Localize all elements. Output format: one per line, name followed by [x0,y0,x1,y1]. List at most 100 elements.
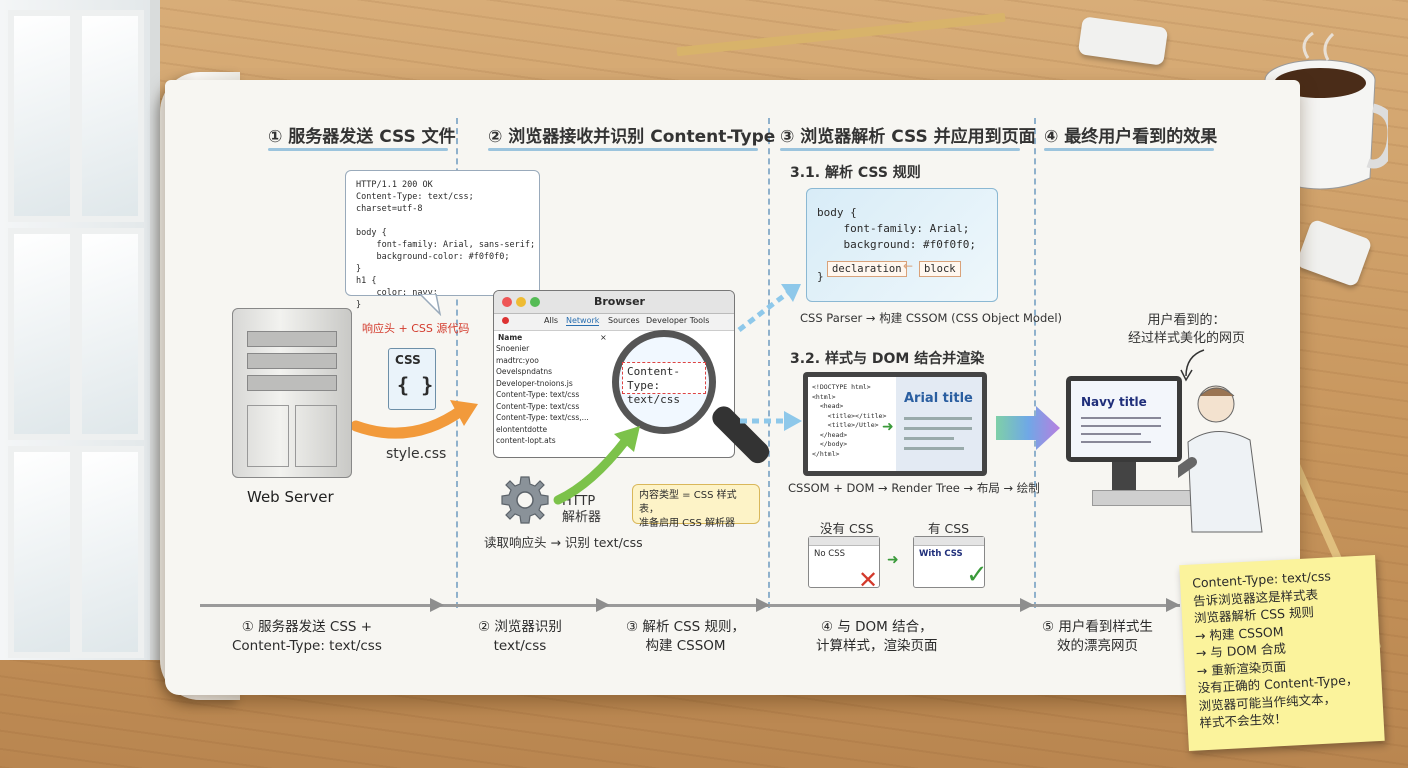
dom-line: </body> [812,440,848,448]
column-close[interactable]: × [600,333,607,342]
no-css-label: 没有 CSS [820,521,874,536]
section-divider [768,118,770,608]
css-file-name: style.css [386,446,447,462]
title-underline [780,148,1020,151]
tab-sources[interactable]: Sources [608,316,640,325]
title-underline [268,148,448,151]
list-item[interactable]: madtrc:yoo [496,355,539,365]
dom-line: <title>/Utle> [812,421,879,429]
bubble-caption: 响应头 + CSS 源代码 [362,322,470,335]
list-item[interactable]: Developer-tnoions.js [496,378,573,388]
lens-line: text/css [627,393,680,406]
preview-title: Arial title [904,391,973,406]
dom-line: <!DOCTYPE html> [812,383,871,391]
parse-caption: CSS Parser → 构建 CSSOM (CSS Object Model) [800,311,1063,325]
pointer-arrow-icon [1180,349,1205,382]
section-divider [1034,118,1036,608]
render-caption: CSSOM + DOM → Render Tree → 布局 → 绘制 [788,481,1040,495]
web-server-icon [232,308,352,478]
css-rule-card: body { font-family: Arial; background: #… [806,188,998,302]
dom-line: <html> [812,392,836,401]
callout-line: 准备启用 CSS 解析器 [639,518,736,529]
code-line: } [817,270,824,283]
list-item[interactable]: Oevelspndatns [496,367,553,376]
css-line: h1 { [356,276,377,286]
tab-developer-tools[interactable]: Developer Tools [646,316,710,325]
monitor-stand [1112,462,1136,490]
screen-title: Navy title [1081,395,1147,409]
window-frame [0,0,160,660]
list-item[interactable]: Content-Type: text/css [496,401,580,411]
arrow-right-icon: ➜ [887,552,899,568]
css-line: background-color: #f0f0f0; [356,252,510,262]
display-arrow-icon [996,406,1060,450]
user-monitor: Navy title [1066,376,1182,462]
code-line: body { [817,206,857,219]
render-preview: Arial title [896,377,982,471]
list-item[interactable]: content-lopt.ats [496,436,556,445]
timeline-arrow-icon [430,598,444,612]
maximize-dot[interactable] [530,297,540,307]
to-render-arrow-icon [740,411,802,431]
dom-line: <head> [812,402,844,410]
css-file-tag: CSS [395,353,421,367]
list-item[interactable]: Content-Type: text/css [496,390,580,399]
dom-line: <title></title> [812,411,887,420]
render-title: 3.2. 样式与 DOM 结合并渲染 [790,351,985,367]
result-caption: 用户看到的：经过样式美化的网页 [1128,313,1246,346]
http-line: Content-Type: text/css; charset=utf-8 [356,192,474,214]
with-css-label: 有 CSS [928,521,970,536]
dom-line: </html> [812,449,840,458]
gear-icon [501,476,549,524]
minimize-dot[interactable] [516,297,526,307]
section-title-1: ① 服务器发送 CSS 文件 [268,127,456,147]
person-icon [1178,385,1263,533]
timeline-step-5: ⑤ 用户看到样式生效的漂亮网页 [1042,619,1153,654]
css-line: color: navy; [356,288,438,298]
timeline-arrow-icon [1020,598,1034,612]
css-line: } [356,264,362,274]
css-line: body { [356,228,387,238]
list-item[interactable]: Snoenier [496,344,530,353]
render-monitor: <!DOCTYPE html> <html> <head> <title></t… [803,372,987,476]
record-icon[interactable] [502,317,509,324]
css-rule-code: body { font-family: Arial; background: #… [817,205,976,285]
arrow-left-icon: ← [903,259,914,273]
parser-caption: 读取响应头 → 识别 text/css [484,535,643,550]
section-divider [456,118,458,608]
content-type-highlight: Content-Type: text/css [622,362,706,406]
dom-code: <!DOCTYPE html> <html> <head> <title></t… [812,383,886,459]
tab-alls[interactable]: Alls [544,316,559,325]
parse-title: 3.1. 解析 CSS 规则 [790,165,921,181]
timeline-arrow-icon [1166,598,1180,612]
code-line: background: #f0f0f0; [817,238,976,251]
summary-sticky-note: Content-Type: text/css 告诉浏览器这是样式表 浏览器解析 … [1179,554,1385,752]
tab-network[interactable]: Network [566,316,600,326]
web-server-label: Web Server [247,488,334,506]
bubble-tail [418,294,442,316]
list-item[interactable]: Content-Type: text/css,... [496,413,589,422]
timeline-line [200,604,1180,607]
no-css-window: No CSS [808,536,880,588]
send-arrow-icon [352,400,478,439]
css-file-icon: CSS { } [388,348,436,410]
declaration-tag: declaration [827,261,907,277]
arrow-right-icon: ➜ [882,419,894,435]
timeline-step-3: ③ 解析 CSS 规则，构建 CSSOM [626,619,746,654]
network-list: Snoenier madtrc:yoo Oevelspndatns Develo… [496,343,600,447]
css-file-glyph: { } [397,373,434,397]
callout-line: 内容类型 = CSS 样式表， [639,490,737,515]
close-dot[interactable] [502,297,512,307]
section-title-3: ③ 浏览器解析 CSS 并应用到页面 [780,127,1036,147]
section-title-4: ④ 最终用户看到的效果 [1044,127,1218,147]
http-response-bubble: HTTP/1.1 200 OK Content-Type: text/css; … [345,170,540,310]
title-underline [488,148,758,151]
check-icon: ✓ [966,560,988,590]
title-underline [1044,148,1214,151]
list-item[interactable]: elontentdotte [496,424,548,434]
timeline-step-1: ① 服务器发送 CSS +Content-Type: text/css [232,619,382,654]
no-css-window-text: No CSS [814,549,845,559]
detect-arrow-icon [553,426,640,505]
with-css-window-text: With CSS [919,549,963,559]
